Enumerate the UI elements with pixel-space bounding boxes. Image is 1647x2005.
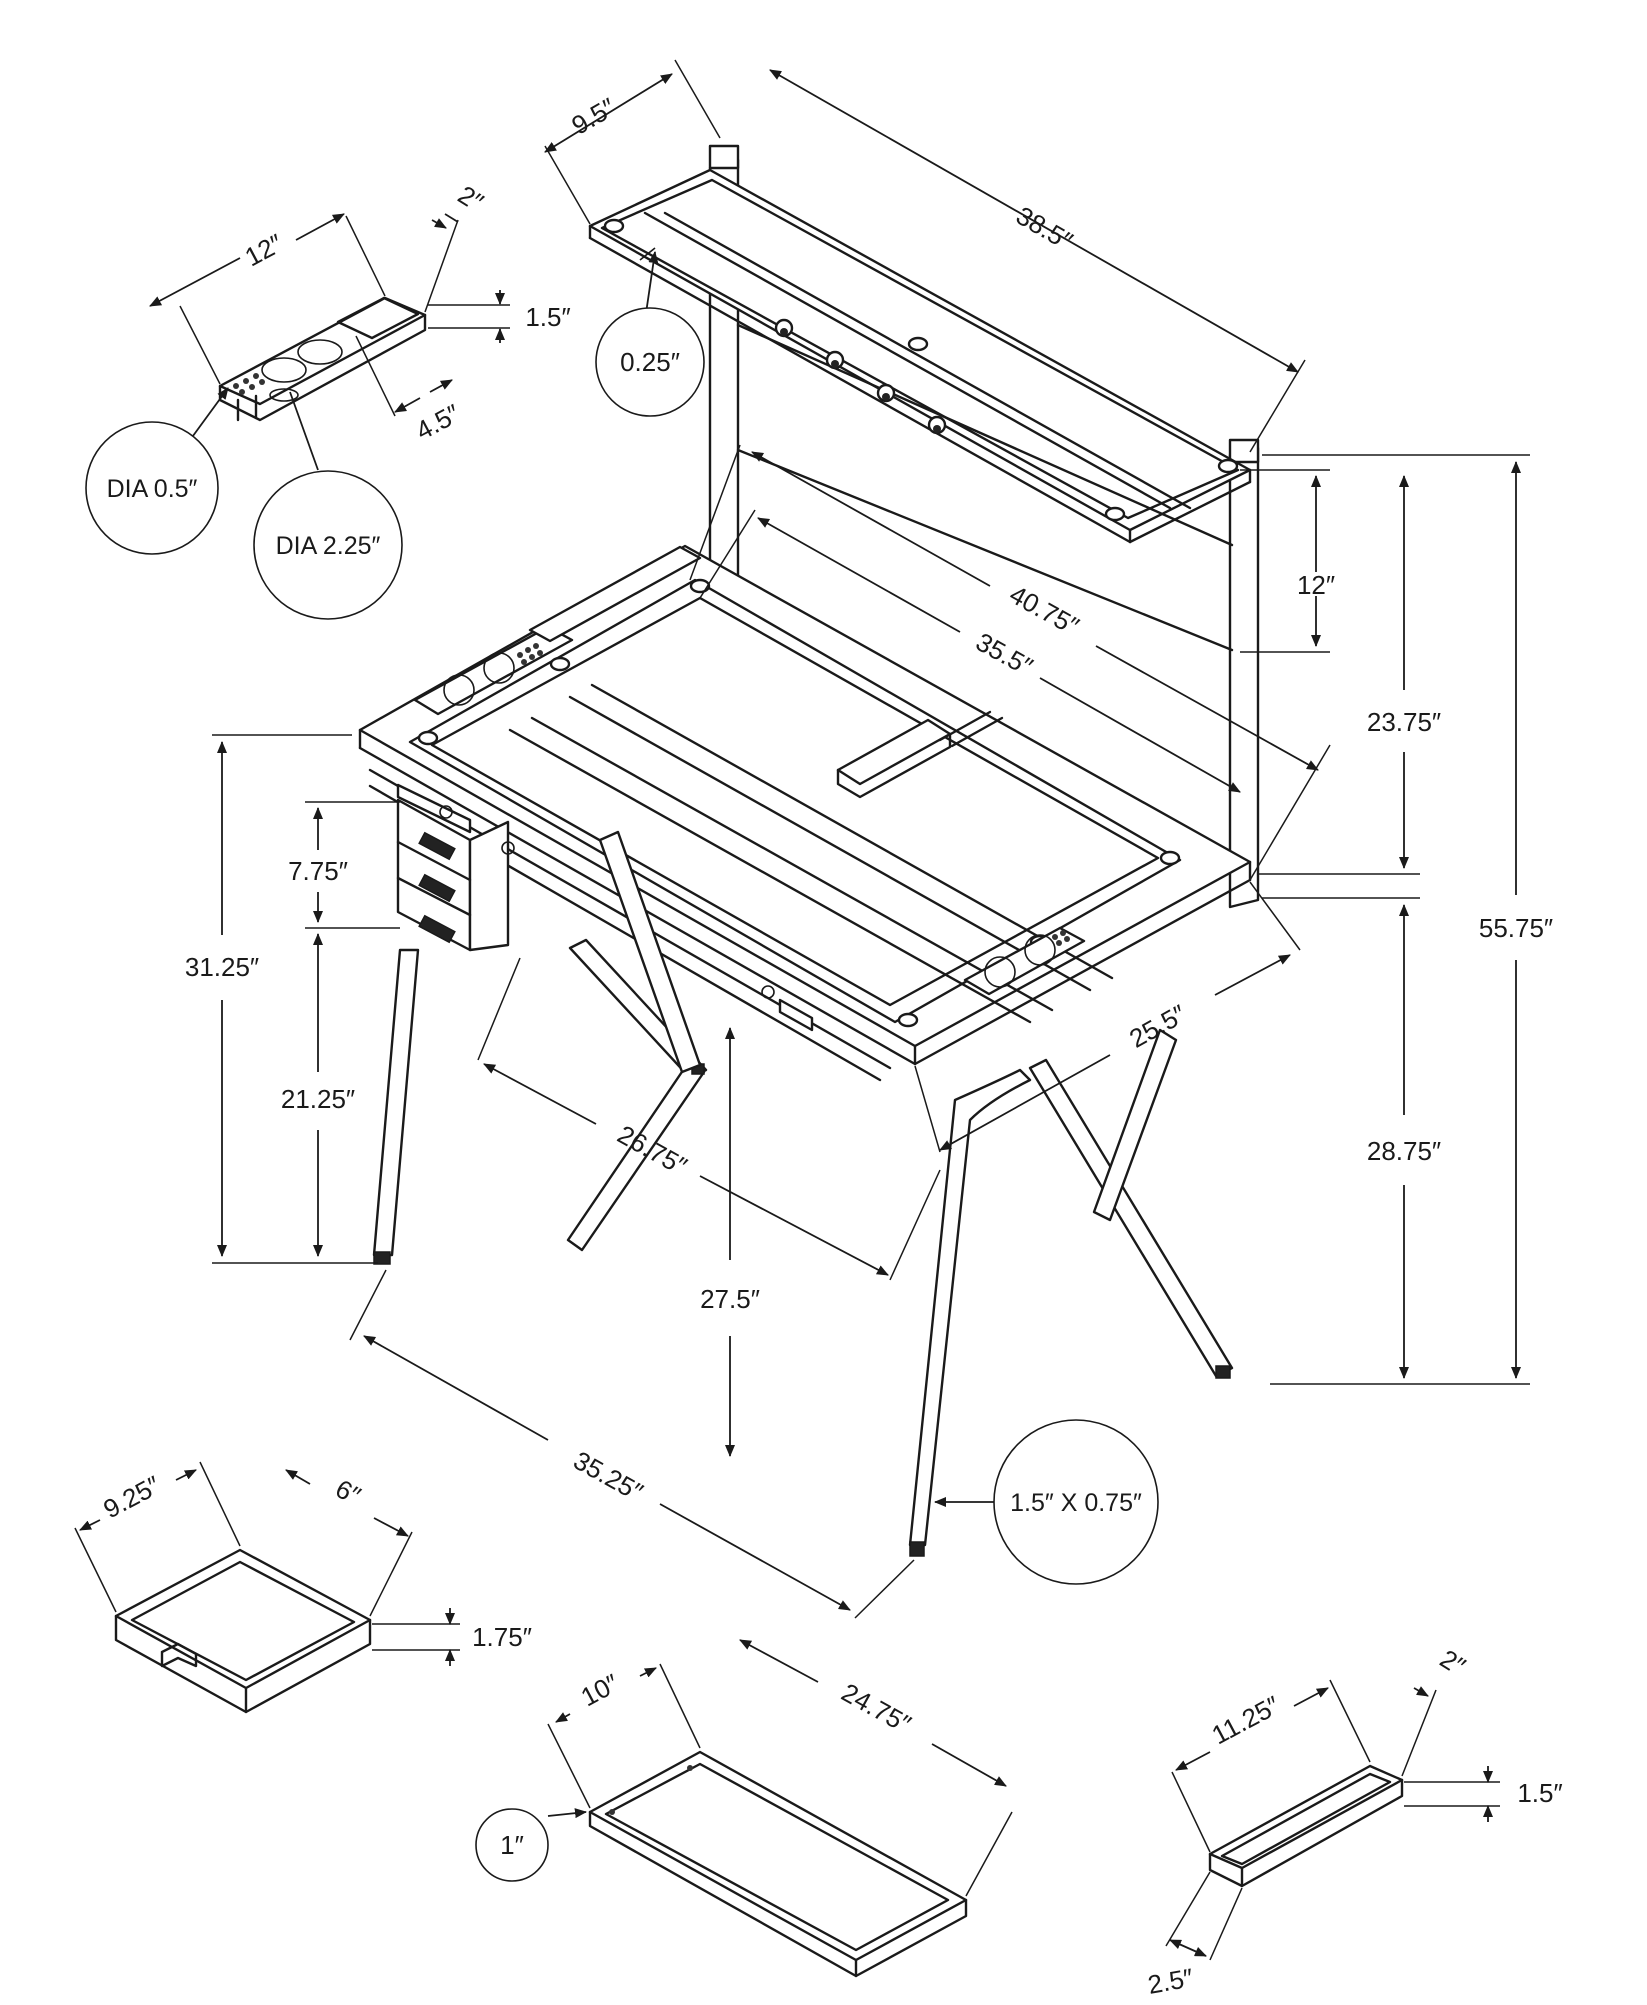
label-small-hole: DIA 0.5″ bbox=[107, 475, 198, 503]
label-pen-tray-holder: 4.5″ bbox=[411, 398, 465, 446]
label-front-height: 31.25″ bbox=[185, 952, 259, 982]
callout-tray-thickness bbox=[475, 1808, 549, 1882]
label-desk-height: 28.75″ bbox=[1367, 1136, 1441, 1166]
label-drawer-depth: 9.25″ bbox=[98, 1470, 165, 1525]
label-keyboard-tray-width: 24.75″ bbox=[837, 1677, 917, 1739]
label-pen-tray-depth: 2″ bbox=[453, 179, 489, 217]
leg-front-left bbox=[372, 948, 420, 1257]
keyboard-tray-detail bbox=[547, 1639, 1013, 1978]
hutch-right-cap bbox=[1228, 438, 1260, 464]
leg-front-right bbox=[908, 1068, 1032, 1547]
label-glass-thickness: 0.25″ bbox=[620, 347, 680, 377]
main-dimensions bbox=[212, 59, 1530, 1619]
label-pen-tray-height: 1.5″ bbox=[525, 302, 570, 332]
desk-top bbox=[358, 544, 1252, 1082]
callout-large-hole bbox=[253, 470, 403, 620]
label-overall-width: 40.75″ bbox=[1005, 579, 1085, 641]
callout-small-hole bbox=[85, 421, 219, 555]
hutch-right-upright bbox=[1228, 446, 1260, 909]
pen-tray-detail bbox=[149, 213, 510, 471]
label-hutch-width: 38.5″ bbox=[1011, 200, 1078, 256]
label-pen-tray-length: 12″ bbox=[240, 228, 288, 272]
label-overall-height: 55.75″ bbox=[1479, 913, 1553, 943]
label-clearance-height: 27.5″ bbox=[700, 1284, 760, 1314]
label-drawer-width: 6″ bbox=[331, 1473, 366, 1511]
label-base-width: 35.25″ bbox=[569, 1445, 649, 1507]
top-pen-tray-left bbox=[413, 625, 574, 716]
side-tray-detail bbox=[1165, 1679, 1500, 1961]
label-side-tray-depth: 2″ bbox=[1435, 1643, 1471, 1681]
label-hutch-height: 23.75″ bbox=[1367, 707, 1441, 737]
drawer-detail bbox=[74, 1461, 460, 1714]
label-hutch-shelf-height: 12″ bbox=[1297, 570, 1335, 600]
callout-glass bbox=[595, 307, 705, 417]
label-side-tray-end: 2.5″ bbox=[1145, 1962, 1195, 1999]
label-leg-profile: 1.5″ X 0.75″ bbox=[1010, 1489, 1142, 1517]
label-keyboard-tray-thickness: 1″ bbox=[500, 1830, 524, 1860]
callout-leg-profile bbox=[993, 1419, 1159, 1585]
hutch-left-cap bbox=[708, 144, 740, 170]
label-top-width: 35.5″ bbox=[971, 627, 1038, 682]
label-drawer-height-detail: 1.75″ bbox=[472, 1622, 532, 1652]
label-knee-height: 21.25″ bbox=[281, 1084, 355, 1114]
label-keyboard-tray-depth: 10″ bbox=[576, 1668, 624, 1712]
drawer-stack bbox=[396, 783, 814, 1032]
label-large-hole: DIA 2.25″ bbox=[276, 532, 381, 560]
label-side-tray-length: 11.25″ bbox=[1207, 1690, 1285, 1750]
label-drawer-height: 7.75″ bbox=[288, 856, 348, 886]
label-side-tray-height: 1.5″ bbox=[1517, 1778, 1562, 1808]
legs bbox=[372, 830, 1234, 1557]
